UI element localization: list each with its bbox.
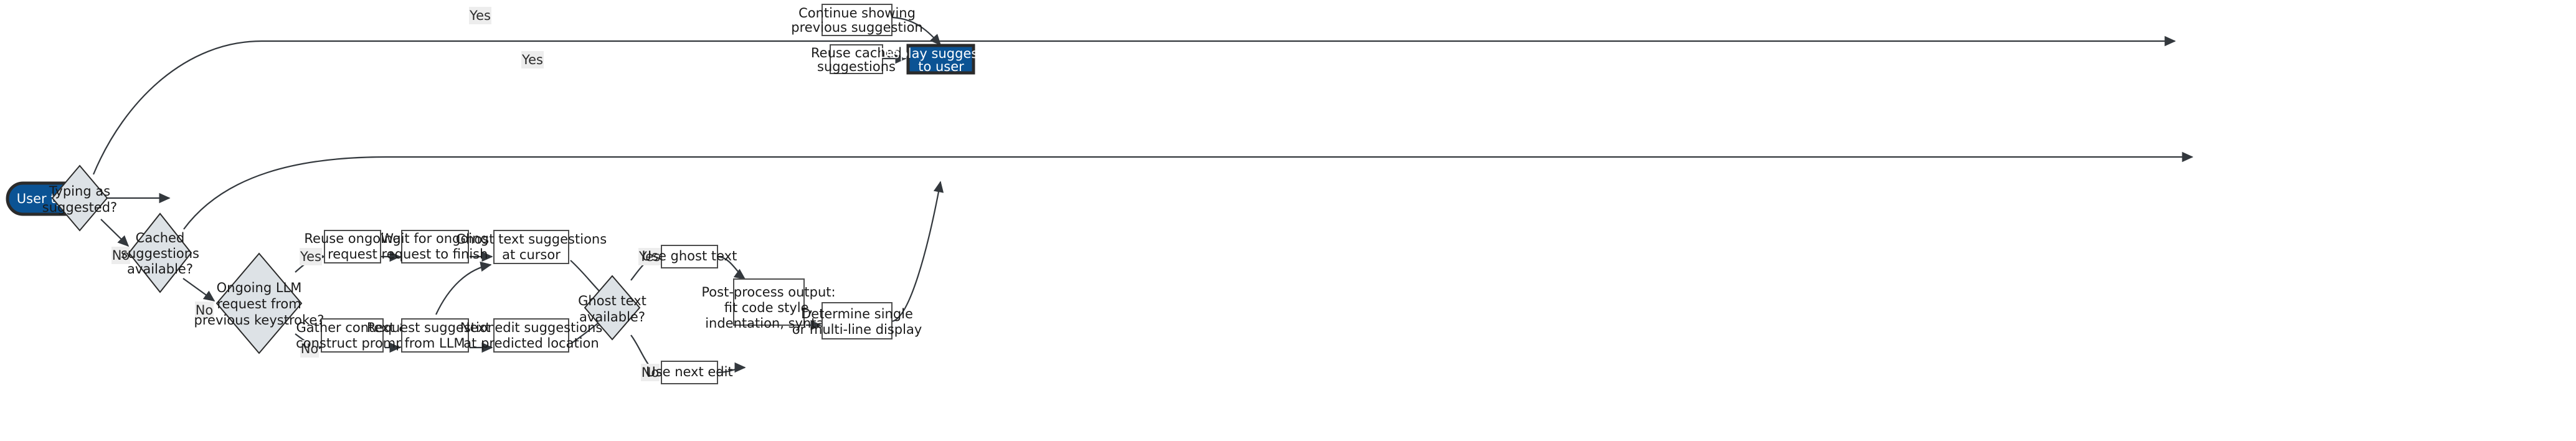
node-reuse-ongoing-line-2: request — [328, 247, 377, 262]
node-request-line-2: from LLM — [404, 336, 465, 351]
node-gather-line-1: Gather context & — [296, 320, 409, 335]
edge-label-layer: Yes No Yes No Yes No — [111, 7, 661, 381]
node-next-edit-line-1: Next edit suggestions — [460, 320, 603, 335]
node-ongoing-llm[interactable]: Ongoing LLM request from previous keystr… — [194, 252, 324, 354]
node-ghost-cursor-line-2: at cursor — [502, 247, 561, 262]
node-determine-display[interactable]: Determine single or multi-line display — [792, 302, 922, 339]
node-continue-line-2: previous suggestion — [791, 20, 922, 35]
edge-label-text: Yes — [521, 52, 543, 67]
node-post-process-line-3: indentation, syntax — [705, 316, 832, 331]
edge-use-next-to-post-process — [717, 362, 746, 374]
node-display-suggestion-to-user[interactable]: Display suggestion to user — [879, 44, 1003, 75]
node-use-next-edit-label: Use next edit — [646, 364, 732, 379]
edge-cached-no-to-ongoing — [182, 278, 215, 301]
node-reuse-ongoing-line-1: Reuse ongoing — [304, 231, 400, 246]
edge-label-text: Yes — [469, 8, 491, 23]
edge-label-text: Yes — [638, 249, 660, 264]
edge-label-no-cached: No — [111, 247, 130, 264]
node-request-line-1: Request suggestions — [367, 320, 503, 335]
node-gather-context[interactable]: Gather context & construct prompt — [296, 318, 409, 353]
edge-label-yes-use-ghost: Yes — [638, 248, 661, 265]
edge-label-no-ongoing: No — [195, 301, 214, 319]
edge-label-yes-continue: Yes — [469, 7, 491, 24]
node-ongoing-line-3: previous keystroke? — [194, 313, 324, 328]
node-ghost-cursor-line-1: Ghost text suggestions — [456, 232, 607, 247]
node-typing-line-2: suggested? — [42, 200, 117, 215]
edge-typing-yes-to-continue — [92, 36, 2176, 175]
edge-typing-no-to-cached — [100, 219, 130, 247]
node-display-line-1: Display suggestion — [879, 46, 1003, 61]
edge-label-text: No — [642, 365, 660, 380]
node-use-ghost-text[interactable]: Use ghost text — [642, 245, 737, 268]
node-reuse-cached-line-2: suggestions — [817, 59, 896, 74]
edge-label-no-gather: No — [300, 340, 319, 358]
node-continue-line-1: Continue showing — [798, 6, 916, 21]
node-wait-line-2: request to finish — [382, 247, 488, 262]
node-continue-showing-previous[interactable]: Continue showing previous suggestion — [791, 4, 923, 36]
node-ongoing-line-1: Ongoing LLM — [217, 280, 302, 295]
edge-determine-to-display — [891, 181, 944, 323]
node-use-next-edit[interactable]: Use next edit — [646, 361, 733, 384]
edge-label-yes-reuse-ongoing: Yes — [300, 248, 322, 265]
node-gather-line-2: construct prompt — [296, 336, 409, 351]
node-typing-as-suggested[interactable]: Typing as suggested? — [42, 164, 117, 232]
node-use-ghost-text-label: Use ghost text — [642, 249, 737, 263]
node-cached-line-2: suggestions — [121, 246, 199, 261]
edge-continue-to-display — [891, 16, 942, 46]
edge-label-yes-reuse-cached: Yes — [521, 51, 544, 69]
edge-cached-yes-to-reuse-cached — [183, 151, 2194, 230]
node-next-edit-predicted-location[interactable]: Next edit suggestions at predicted locat… — [460, 318, 603, 353]
node-determine-line-1: Determine single — [801, 306, 913, 321]
node-ghost-avail-line-2: available? — [579, 310, 645, 325]
node-reuse-cached-line-1: Reuse cached — [811, 45, 902, 60]
edge-use-ghost-to-post-process — [717, 255, 746, 280]
node-reuse-ongoing-request[interactable]: Reuse ongoing request — [304, 230, 401, 263]
node-ongoing-line-2: request from — [217, 296, 301, 311]
node-determine-line-2: or multi-line display — [792, 322, 922, 337]
node-post-process-line-2: fit code style, — [724, 300, 813, 315]
edge-label-text: No — [301, 341, 319, 356]
node-request-suggestions-llm[interactable]: Request suggestions from LLM — [367, 318, 503, 353]
node-cached-line-3: available? — [127, 262, 193, 277]
edge-label-text: No — [112, 248, 130, 263]
node-post-process-output[interactable]: Post-process output: fit code style, ind… — [701, 278, 836, 331]
edge-label-text: Yes — [300, 249, 321, 264]
node-typing-line-1: Typing as — [49, 184, 110, 199]
node-cached-line-1: Cached — [136, 230, 185, 245]
node-ghost-avail-line-1: Ghost text — [578, 293, 646, 308]
node-wait-ongoing-request[interactable]: Wait for ongoing request to finish — [381, 230, 489, 263]
edge-request-to-ghost-text — [435, 261, 492, 315]
node-reuse-cached-suggestions[interactable]: Reuse cached suggestions — [811, 44, 902, 74]
node-cached-available[interactable]: Cached suggestions available? — [121, 212, 199, 293]
edge-label-no-use-next: No — [641, 364, 660, 381]
node-post-process-line-1: Post-process output: — [701, 285, 835, 300]
node-display-line-2: to user — [918, 59, 964, 74]
node-ghost-text-available[interactable]: Ghost text available? — [578, 275, 646, 341]
edge-label-text: No — [196, 303, 214, 318]
node-next-edit-line-2: at predicted location — [463, 336, 599, 351]
node-ghost-text-at-cursor[interactable]: Ghost text suggestions at cursor — [456, 230, 607, 264]
node-wait-line-1: Wait for ongoing — [381, 231, 488, 246]
